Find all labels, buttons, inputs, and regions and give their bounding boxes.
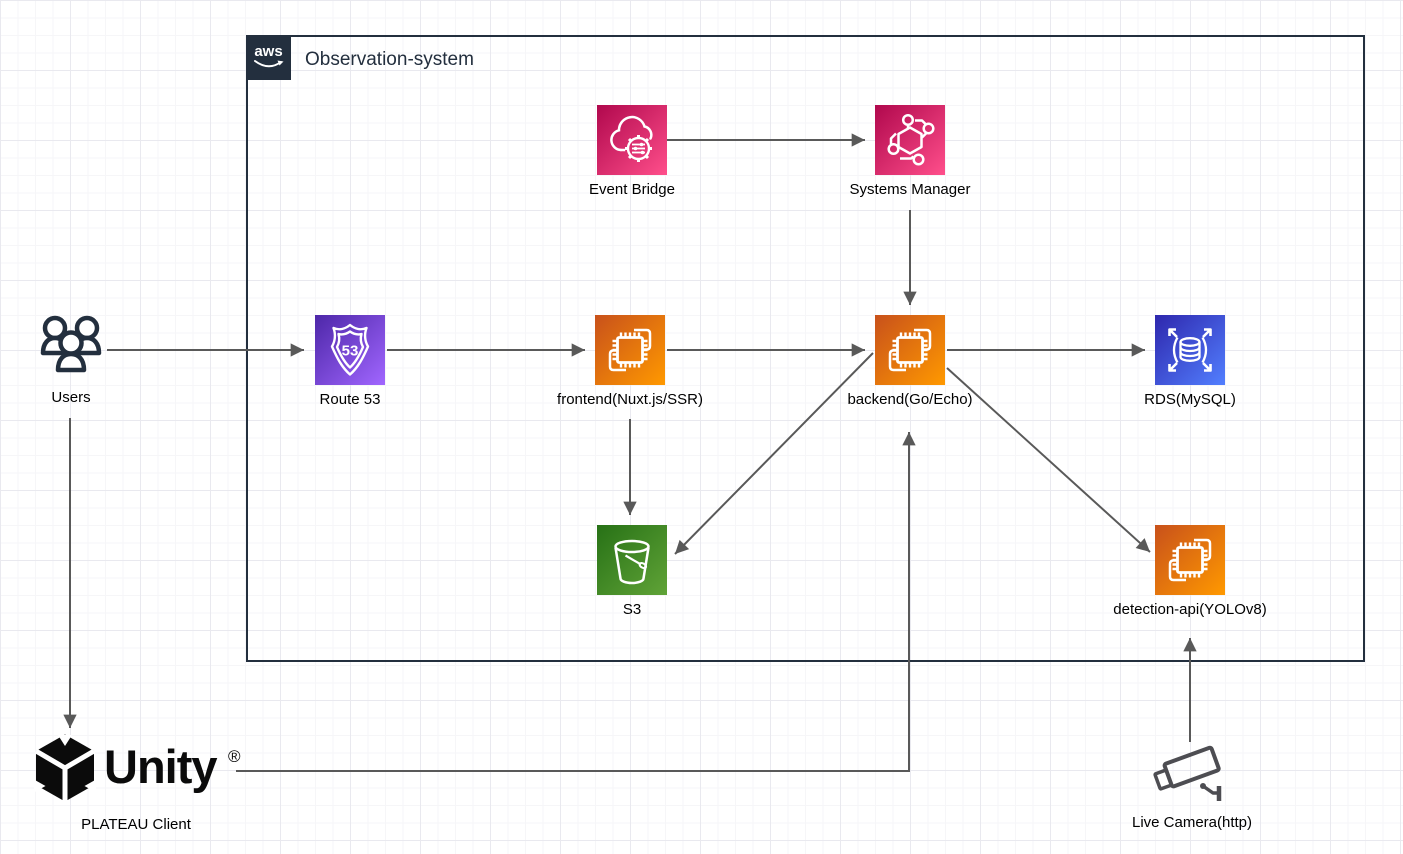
node-route53[interactable]: 53 Route 53 xyxy=(315,315,385,408)
node-detection-api[interactable]: detection-api(YOLOv8) xyxy=(1113,525,1267,618)
node-unity-plateau-client[interactable]: Unity ® PLATEAU Client xyxy=(30,733,242,833)
node-label: Users xyxy=(51,389,91,406)
aws-logo-text: aws xyxy=(254,43,282,60)
node-label: backend(Go/Echo) xyxy=(847,391,973,408)
s3-icon xyxy=(597,525,667,595)
node-backend[interactable]: backend(Go/Echo) xyxy=(847,315,973,408)
node-label: Route 53 xyxy=(319,391,381,408)
route53-icon: 53 xyxy=(315,315,385,385)
registered-trademark: ® xyxy=(228,747,241,766)
node-live-camera[interactable]: Live Camera(http) xyxy=(1132,740,1252,831)
node-label: Systems Manager xyxy=(849,181,971,198)
node-label: Live Camera(http) xyxy=(1131,814,1253,831)
node-users[interactable]: Users xyxy=(36,313,106,406)
ec2-icon xyxy=(875,315,945,385)
eventbridge-icon xyxy=(597,105,667,175)
ec2-icon xyxy=(1155,525,1225,595)
container-title: Observation-system xyxy=(305,49,474,70)
aws-logo: aws xyxy=(246,35,291,80)
node-label: frontend(Nuxt.js/SSR) xyxy=(557,391,703,408)
camera-icon xyxy=(1153,745,1222,801)
node-frontend[interactable]: frontend(Nuxt.js/SSR) xyxy=(557,315,703,408)
aws-smile-icon xyxy=(254,60,282,68)
unity-logo-icon xyxy=(34,734,96,802)
node-label: PLATEAU Client xyxy=(81,816,191,833)
node-label: RDS(MySQL) xyxy=(1144,391,1236,408)
users-icon xyxy=(40,315,102,373)
node-rds[interactable]: RDS(MySQL) xyxy=(1144,315,1236,408)
node-label: S3 xyxy=(622,601,642,618)
node-systems-manager[interactable]: Systems Manager xyxy=(850,105,970,198)
unity-wordmark: Unity xyxy=(104,740,217,793)
rds-icon xyxy=(1155,315,1225,385)
node-s3[interactable]: S3 xyxy=(597,525,667,618)
systems-manager-icon xyxy=(875,105,945,175)
node-label: detection-api(YOLOv8) xyxy=(1113,601,1267,618)
ec2-icon xyxy=(595,315,665,385)
route53-badge-number: 53 xyxy=(342,343,359,360)
node-label: Event Bridge xyxy=(589,181,675,198)
node-event-bridge[interactable]: Event Bridge xyxy=(589,105,675,198)
